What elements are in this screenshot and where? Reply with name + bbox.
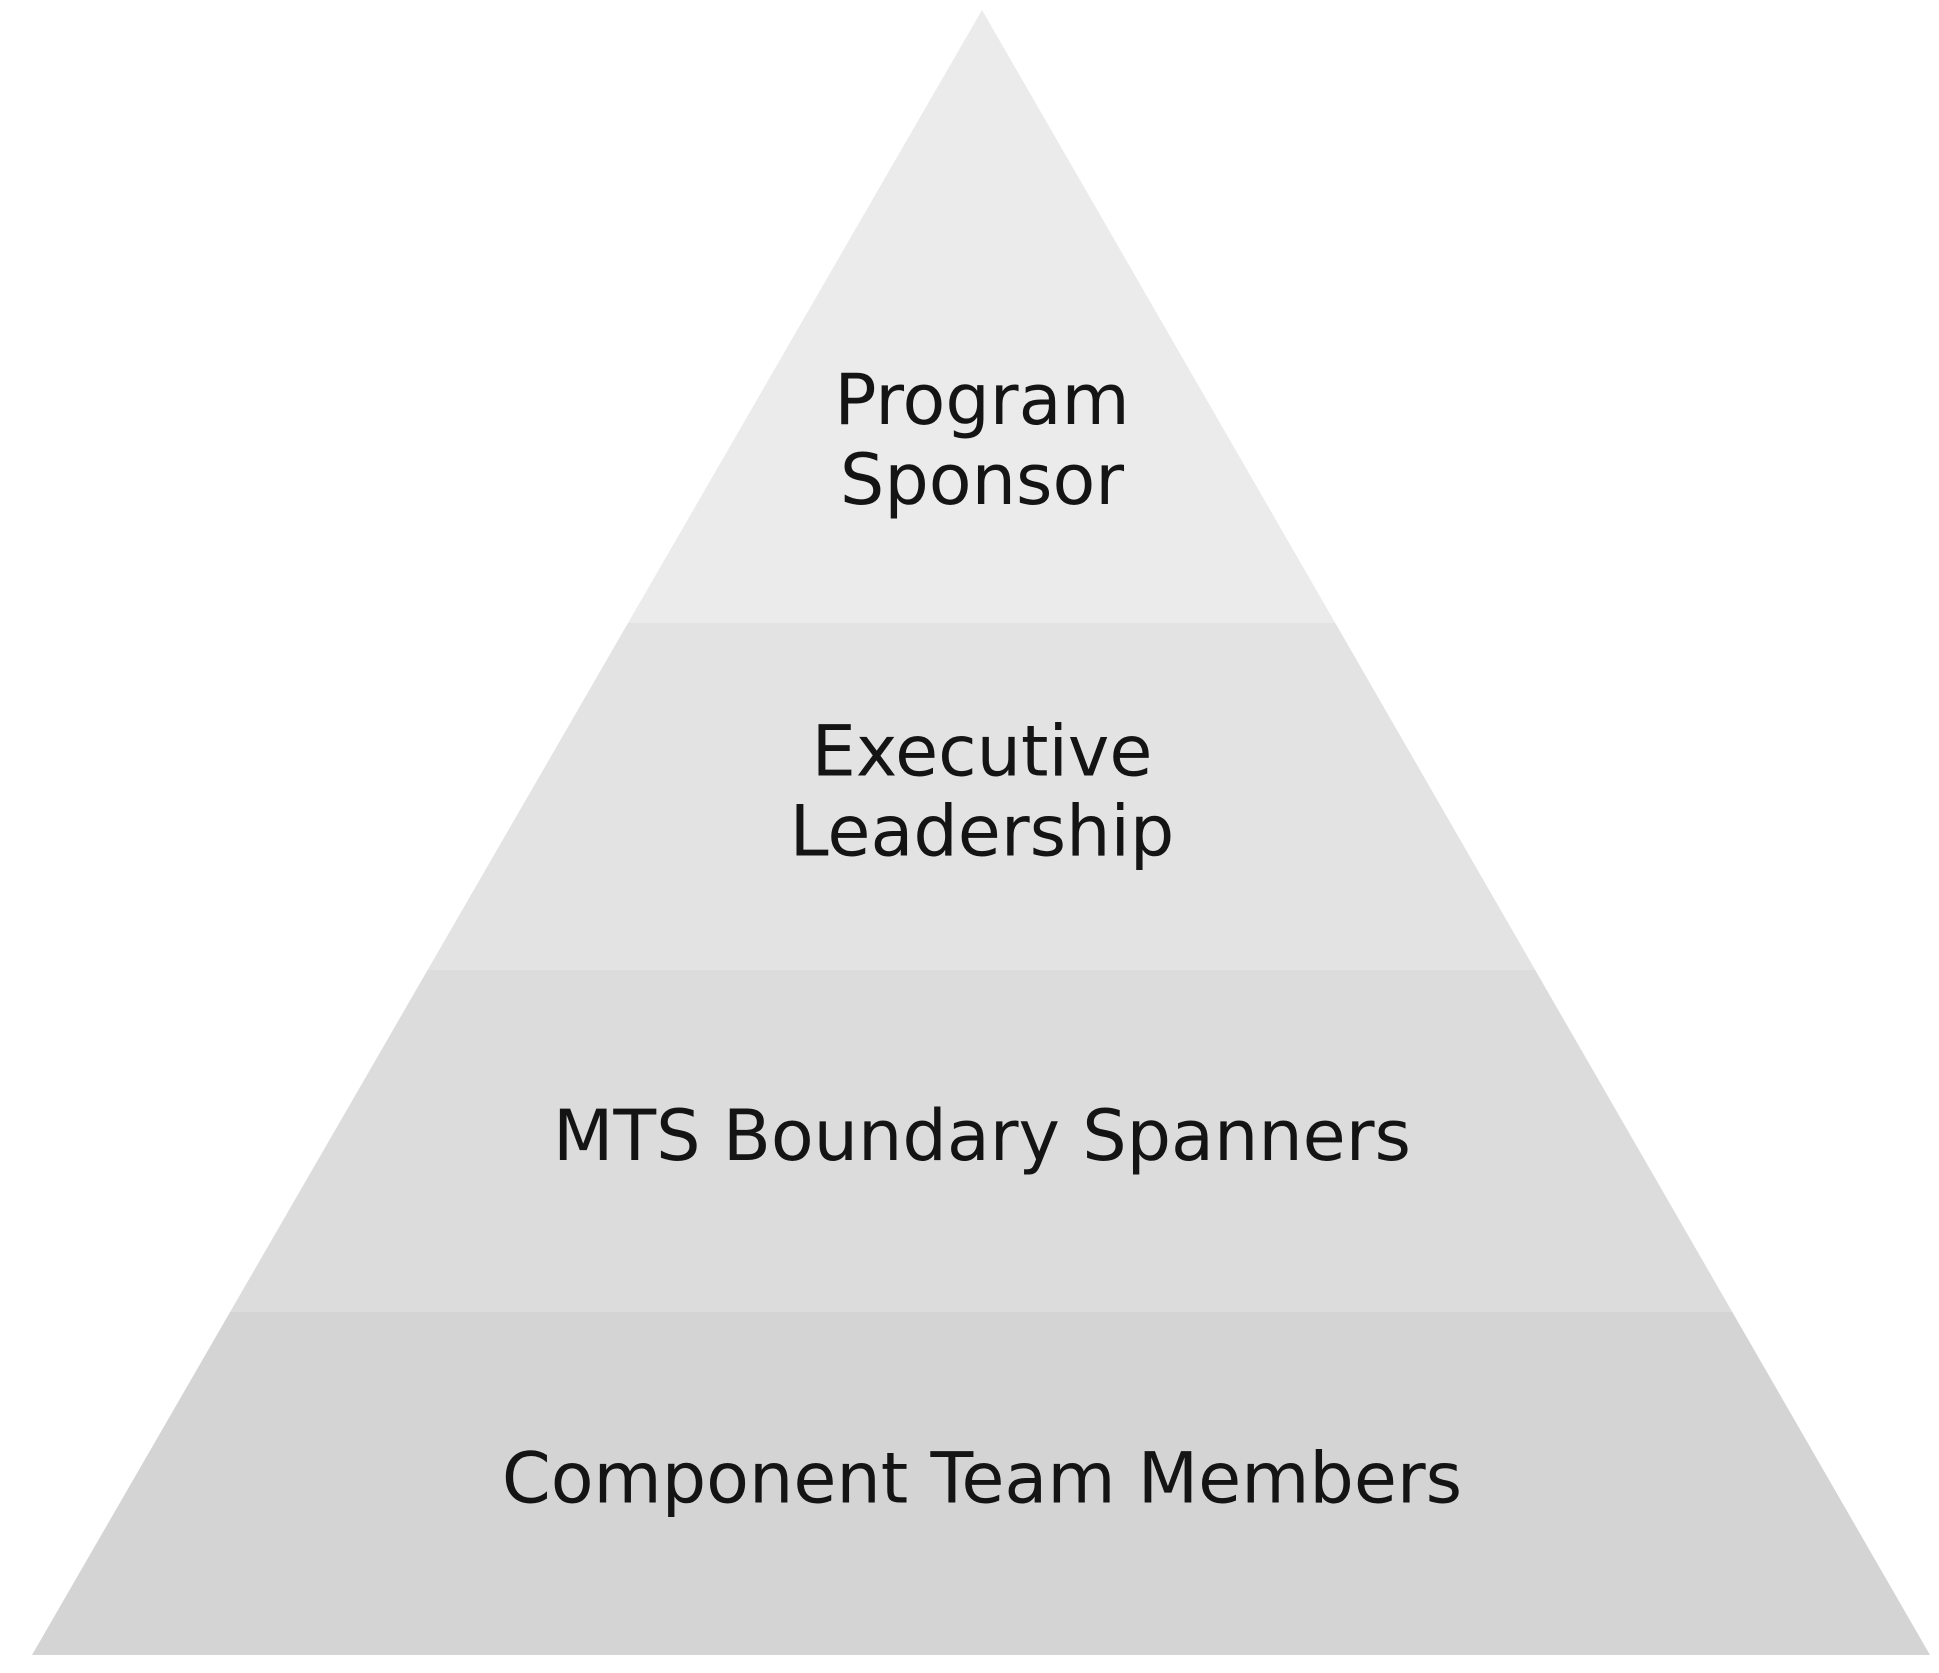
pyramid-tier-3-label-line: MTS Boundary Spanners xyxy=(553,1095,1411,1177)
pyramid-tier-3 xyxy=(230,970,1733,1312)
pyramid-tier-2 xyxy=(427,623,1536,970)
pyramid-tier-2-label-line: Leadership xyxy=(790,791,1175,873)
pyramid-tier-1 xyxy=(628,10,1336,623)
pyramid-tier-4-label: Component Team Members xyxy=(502,1438,1462,1520)
pyramid-tier-1-label-line: Program xyxy=(834,359,1129,441)
pyramid-tier-4-label-line: Component Team Members xyxy=(502,1438,1462,1520)
pyramid-tier-3-label: MTS Boundary Spanners xyxy=(553,1095,1411,1177)
pyramid-tier-2-label-line: Executive xyxy=(812,711,1153,793)
pyramid-tier-1-label-line: Sponsor xyxy=(840,439,1124,521)
pyramid-tier-4 xyxy=(32,1312,1930,1655)
